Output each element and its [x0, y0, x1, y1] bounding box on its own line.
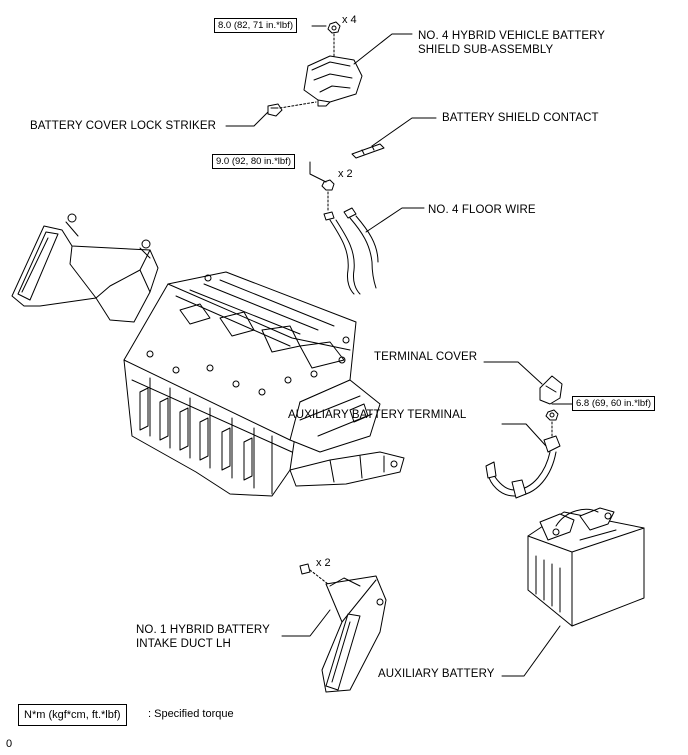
shield-contact-part [351, 143, 385, 159]
qty-floor-wire-nuts: x 2 [338, 168, 353, 180]
label-battery-shield-1: NO. 4 HYBRID VEHICLE BATTERY [418, 30, 606, 42]
battery-shield-part [303, 55, 363, 107]
label-intake-duct-2: INTAKE DUCT LH [136, 638, 231, 650]
aux-terminal-cable [485, 435, 561, 499]
label-aux-terminal: AUXILIARY BATTERY TERMINAL [288, 409, 467, 421]
legend-unit-box: N*m (kgf*cm, ft.*lbf) [18, 704, 127, 726]
shield-nut [327, 21, 341, 34]
legend-description: : Specified torque [148, 708, 234, 720]
label-battery-shield-2: SHIELD SUB-ASSEMBLY [418, 44, 554, 56]
terminal-nut [545, 409, 559, 421]
intake-duct-upper [11, 213, 159, 323]
torque-floor-wire-nut: 9.0 (92, 80 in.*lbf) [212, 154, 295, 169]
qty-shield-nuts: x 4 [342, 14, 357, 26]
hybrid-battery-assembly [123, 271, 405, 497]
label-shield-contact: BATTERY SHIELD CONTACT [442, 112, 599, 124]
label-terminal-cover: TERMINAL COVER [374, 351, 478, 363]
intake-clip [299, 563, 329, 585]
auxiliary-battery-part [527, 507, 645, 627]
label-lock-striker: BATTERY COVER LOCK STRIKER [30, 120, 217, 132]
intake-duct-lower [321, 575, 387, 693]
corner-mark: 0 [6, 738, 13, 750]
qty-intake-clips: x 2 [316, 557, 331, 569]
label-floor-wire: NO. 4 FLOOR WIRE [428, 204, 536, 216]
label-aux-battery: AUXILIARY BATTERY [378, 668, 495, 680]
terminal-cover-part [539, 375, 563, 405]
lock-striker-part [267, 103, 283, 117]
floor-wire-part [321, 179, 379, 295]
torque-shield-nut: 8.0 (82, 71 in.*lbf) [214, 18, 297, 33]
label-intake-duct-1: NO. 1 HYBRID BATTERY [136, 624, 270, 636]
torque-terminal-nut: 6.8 (69, 60 in.*lbf) [572, 396, 655, 411]
